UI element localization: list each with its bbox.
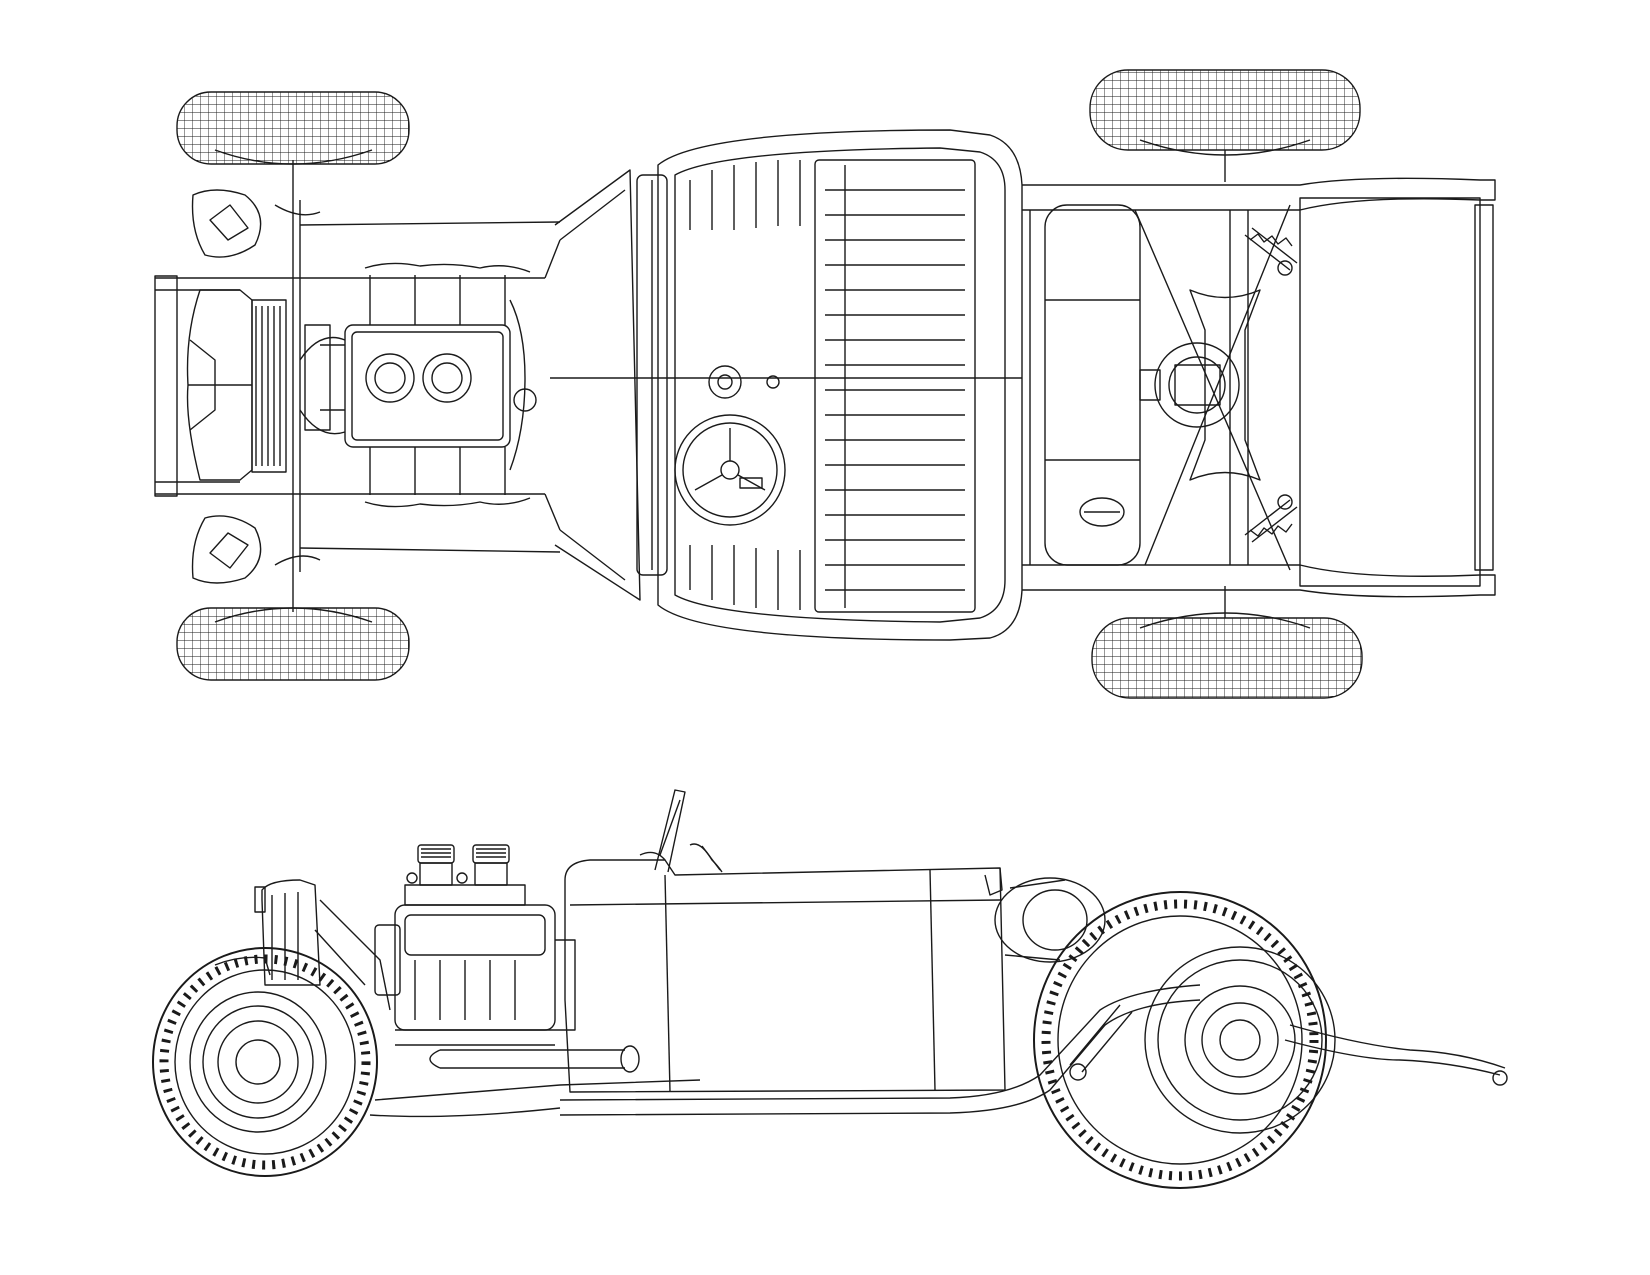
- rear-wheel: [1033, 891, 1336, 1189]
- rear-right-tire: [1091, 586, 1363, 699]
- grille-shell: [254, 879, 321, 986]
- front-left-tire: [176, 91, 410, 200]
- cockpit: [550, 129, 1023, 641]
- top-view: [154, 69, 1496, 699]
- front-right-tire: [176, 572, 410, 681]
- rear-spare: [994, 877, 1106, 963]
- right-headlight: [191, 515, 262, 584]
- side-engine: [374, 904, 576, 1046]
- windshield: [636, 174, 668, 576]
- front-suspension: [214, 899, 701, 1118]
- side-windshield: [654, 789, 686, 873]
- grille: [186, 289, 253, 481]
- exhaust-pipe: [429, 1045, 640, 1073]
- gear-shifter: [708, 365, 780, 399]
- air-cleaners: [404, 844, 526, 906]
- front-crossmember: [154, 275, 545, 497]
- side-view: [152, 789, 1508, 1189]
- rear-right-shock: [1244, 494, 1298, 543]
- rear-left-tire: [1089, 69, 1361, 182]
- fuel-tank: [1044, 204, 1141, 566]
- body: [564, 859, 1006, 1093]
- front-axle: [274, 200, 561, 572]
- engine: [299, 262, 537, 508]
- radiator: [251, 299, 287, 473]
- side-steering: [639, 843, 723, 873]
- rear-differential: [1139, 289, 1261, 481]
- side-rear-shock: [1069, 1004, 1133, 1081]
- steering-wheel: [674, 414, 786, 526]
- side-frame: [559, 984, 1508, 1116]
- rear-frame: [1022, 177, 1496, 598]
- rear-left-shock: [1244, 227, 1298, 276]
- floor-ribs: [689, 160, 801, 610]
- cowl: [544, 169, 641, 601]
- left-headlight: [191, 189, 262, 258]
- bench-seat: [814, 159, 976, 613]
